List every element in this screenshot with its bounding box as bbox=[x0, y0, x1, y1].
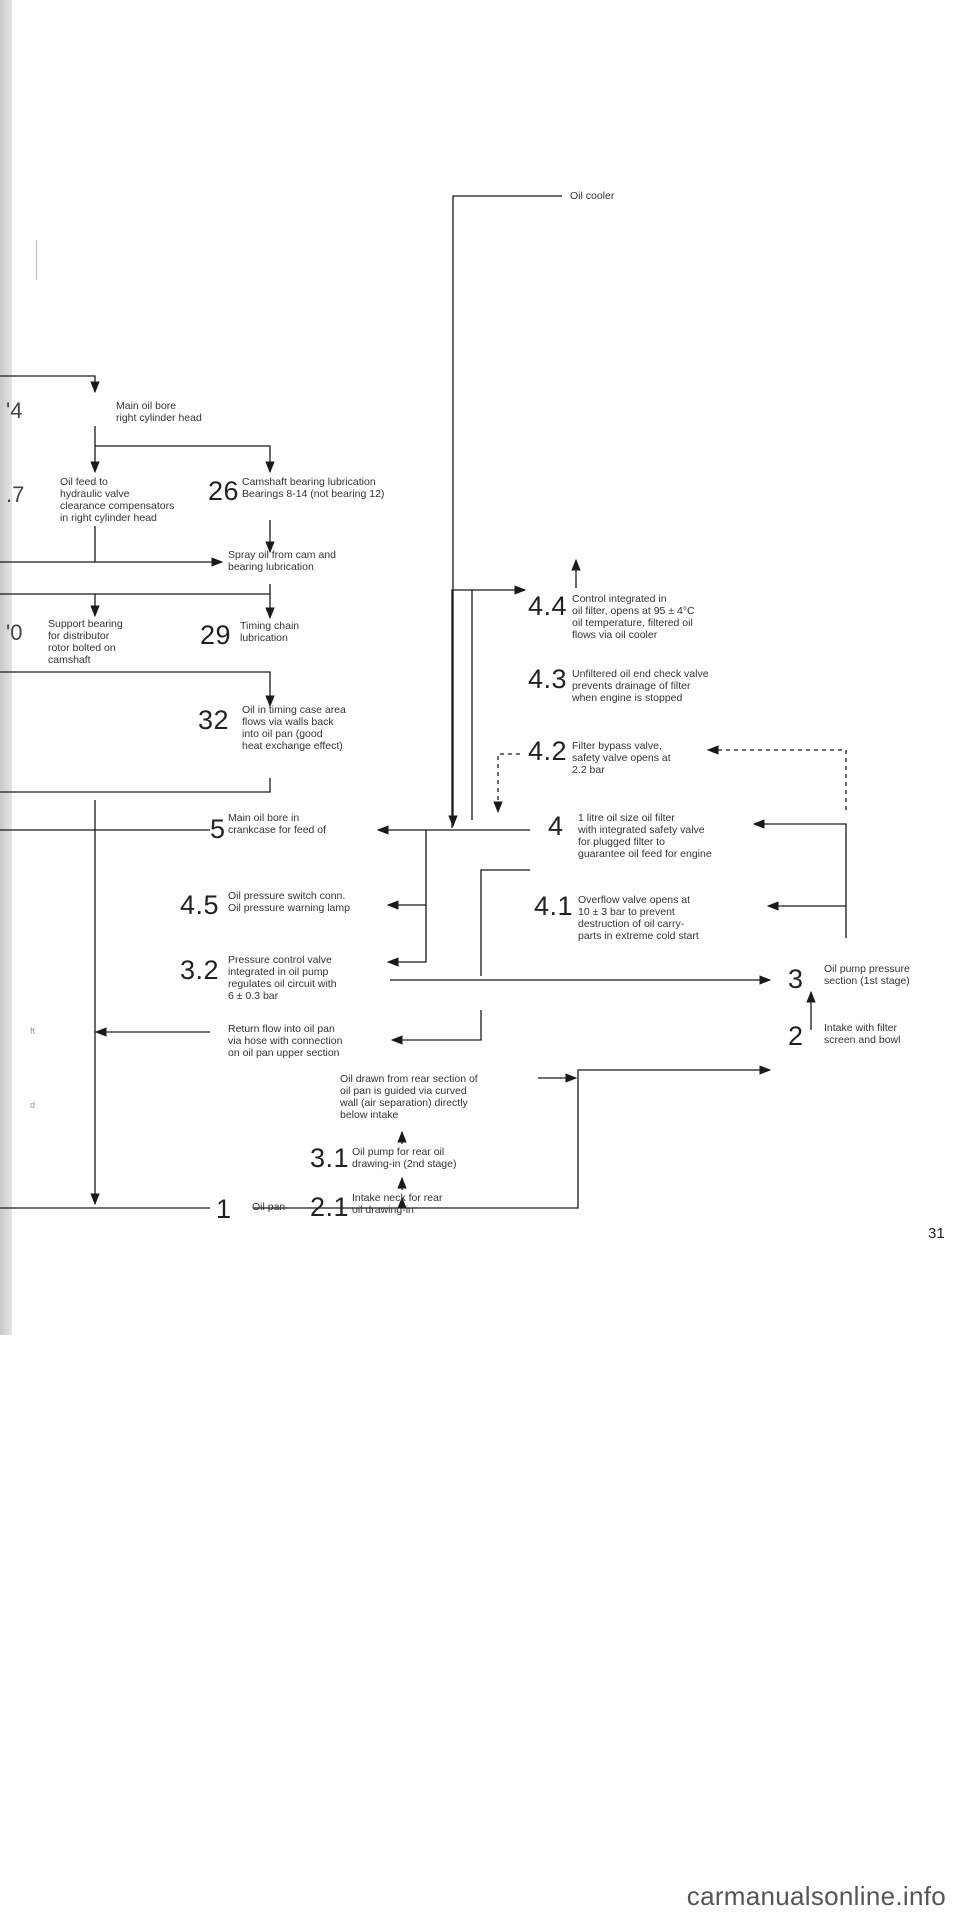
node-5-label: Main oil bore in crankcase for feed of bbox=[228, 812, 327, 836]
node-27-label: Oil feed to hydraulic valve clearance co… bbox=[60, 476, 175, 524]
edge-number: '0 bbox=[6, 620, 23, 645]
node-3-1-label: Oil pump for rear oil drawing-in (2nd st… bbox=[352, 1146, 457, 1170]
oil-drawn-label: Oil drawn from rear section of oil pan i… bbox=[340, 1073, 478, 1121]
node-4-4-label: Control integrated in oil filter, opens … bbox=[572, 593, 695, 641]
return-flow-label: Return flow into oil pan via hose with c… bbox=[228, 1023, 343, 1059]
oil-cooler-label: Oil cooler bbox=[570, 190, 615, 202]
node-2-number: 2 bbox=[788, 1021, 804, 1051]
node-3-1-number: 3.1 bbox=[310, 1143, 350, 1173]
node-1-label: Oil pan bbox=[252, 1201, 286, 1213]
scan-mark bbox=[36, 240, 37, 280]
page-number: 31 bbox=[928, 1225, 945, 1242]
node-3-2-number: 3.2 bbox=[180, 955, 220, 985]
node-4-4-number: 4.4 bbox=[528, 591, 568, 621]
node-3-label: Oil pump pressure section (1st stage) bbox=[824, 963, 910, 987]
node-2-1-number: 2.1 bbox=[310, 1192, 350, 1222]
node-5-number: 5 bbox=[210, 814, 226, 844]
node-4-2-label: Filter bypass valve, safety valve opens … bbox=[572, 740, 671, 776]
node-26-label: Camshaft bearing lubrication Bearings 8-… bbox=[242, 476, 385, 500]
page-binding-shadow bbox=[0, 0, 12, 1335]
node-29-number: 29 bbox=[200, 620, 232, 650]
node-32-number: 32 bbox=[198, 705, 230, 735]
node-2-1-label: Intake neck for rear oil drawing-in bbox=[352, 1192, 443, 1216]
node-3-number: 3 bbox=[788, 964, 804, 994]
node-4-3-label: Unfiltered oil end check valve prevents … bbox=[572, 668, 709, 704]
edge-fragment: d bbox=[30, 1100, 36, 1110]
node-2-label: Intake with filter screen and bowl bbox=[824, 1022, 901, 1046]
main-oil-bore-right-head-label: Main oil bore right cylinder head bbox=[116, 400, 202, 424]
node-4-2-number: 4.2 bbox=[528, 736, 568, 766]
node-29-label: Timing chain lubrication bbox=[240, 620, 300, 644]
node-4-3-number: 4.3 bbox=[528, 664, 568, 694]
node-4-5-number: 4.5 bbox=[180, 890, 220, 920]
node-32-label: Oil in timing case area flows via walls … bbox=[242, 704, 346, 752]
node-30-label: Support bearing for distributor rotor bo… bbox=[48, 618, 123, 666]
node-26-number: 26 bbox=[208, 476, 240, 506]
spray-oil-label: Spray oil from cam and bearing lubricati… bbox=[228, 549, 336, 573]
node-3-2-label: Pressure control valve integrated in oil… bbox=[228, 954, 337, 1002]
node-4-5-label: Oil pressure switch conn. Oil pressure w… bbox=[228, 890, 350, 914]
watermark: carmanualsonline.info bbox=[686, 1881, 946, 1911]
node-4-1-number: 4.1 bbox=[534, 891, 574, 921]
edge-fragment: ft bbox=[30, 1026, 36, 1036]
edge-number: .7 bbox=[6, 482, 25, 507]
node-1-number: 1 bbox=[216, 1194, 232, 1224]
node-4-label: 1 litre oil size oil filter with integra… bbox=[578, 812, 712, 860]
node-4-1-label: Overflow valve opens at 10 ± 3 bar to pr… bbox=[578, 894, 699, 942]
edge-number: '4 bbox=[6, 398, 23, 423]
node-4-number: 4 bbox=[548, 811, 564, 841]
